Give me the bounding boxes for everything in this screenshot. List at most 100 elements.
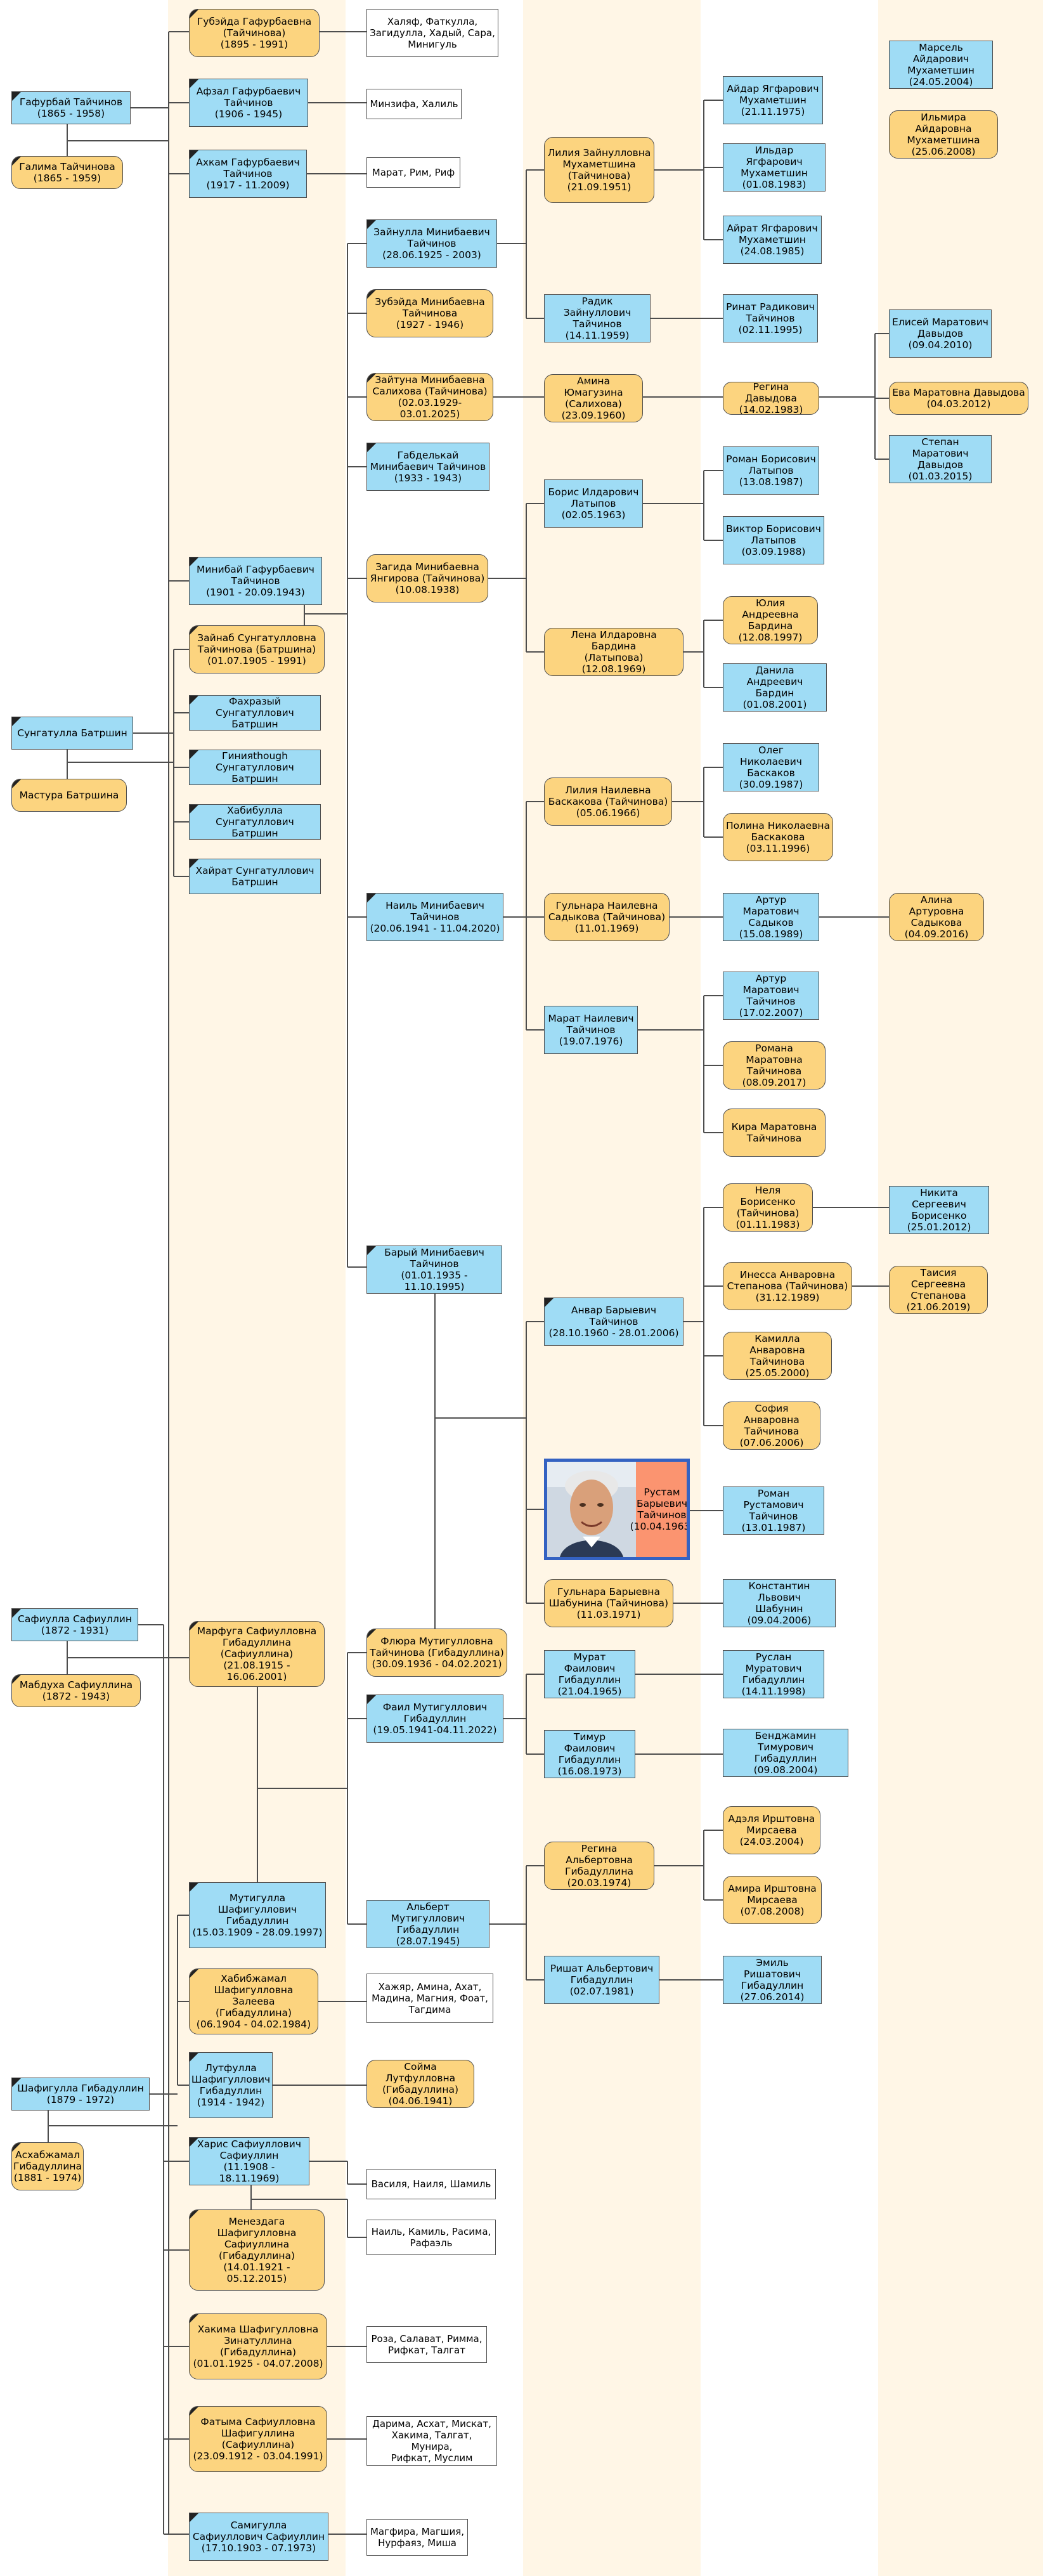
person-card-galima[interactable]: Галима Тайчинова(1865 - 1959)	[11, 156, 123, 189]
label-line: Тайчинова	[402, 308, 458, 319]
person-card-soyma[interactable]: Сойма Лутфулловна(Гибадуллина)(04.06.194…	[366, 2060, 474, 2108]
label-line: Янгирова (Тайчинова)	[370, 573, 485, 584]
person-card-sungatulla[interactable]: Сунгатулла Батршин	[11, 717, 133, 750]
person-card-lena[interactable]: Лена Илдаровна Бардина(Латыпова)(12.08.1…	[544, 628, 683, 676]
label-line: Сунгатулла Батршин	[17, 727, 127, 739]
label-line: Гульнара Барыевна	[557, 1586, 661, 1597]
person-card-shafigulla[interactable]: Шафигулла Гибадуллин(1879 - 1972)	[11, 2078, 150, 2111]
person-card-mabduha[interactable]: Мабдуха Сафиуллина(1872 - 1943)	[11, 1674, 141, 1707]
person-card-amina[interactable]: Амина Юмагузина(Салихова)(23.09.1960)	[544, 374, 643, 422]
person-card-gubaida[interactable]: Губэйда Гафурбаевна(Тайчинова)(1895 - 19…	[189, 9, 320, 57]
label-line: Неля Борисенко	[740, 1185, 796, 1207]
label-line: (07.08.2008)	[740, 1906, 805, 1917]
person-card-gafurbay[interactable]: Гафурбай Тайчинов(1865 - 1958)	[11, 91, 131, 124]
label-line: Зайнулла Минибаевич	[373, 226, 490, 238]
label-line: (28.10.1960 - 28.01.2006)	[548, 1327, 679, 1339]
label-line: Данила Андреевич	[746, 665, 803, 687]
label-line: (Тайчинова)	[567, 170, 631, 181]
person-card-safiulla[interactable]: Сафиулла Сафиуллин(1872 - 1931)	[11, 1608, 138, 1641]
corner-marker-icon	[190, 696, 198, 705]
label-line: Давыдов	[917, 459, 964, 471]
person-card-mastura[interactable]: Мастура Батршина	[11, 779, 127, 812]
person-card-nelya[interactable]: Неля Борисенко(Тайчинова)(01.11.1983)	[723, 1183, 813, 1232]
person-card-eva[interactable]: Ева Маратовна Давыдова(04.03.2012)	[889, 382, 1028, 415]
label-line: Инесса Анваровна	[739, 1269, 836, 1280]
person-card-regina_d[interactable]: Регина Давыдова(14.02.1983)	[723, 382, 819, 415]
